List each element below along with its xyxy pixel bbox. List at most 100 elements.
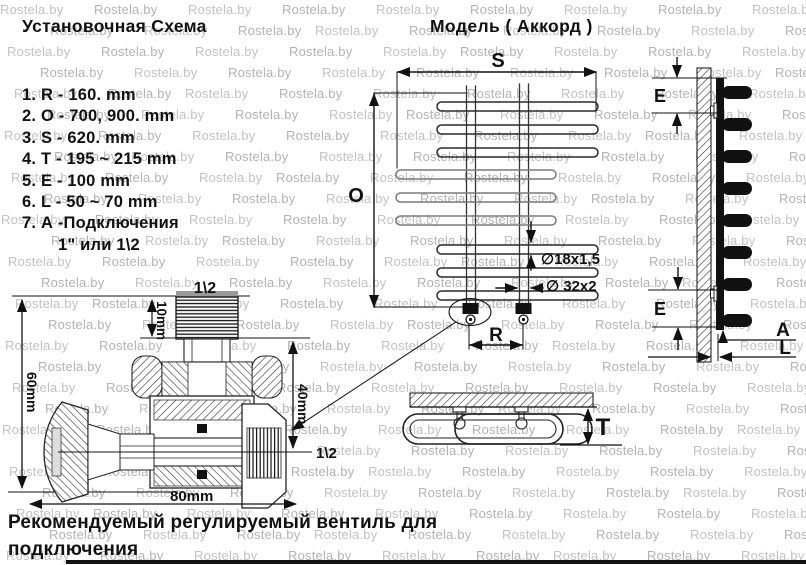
- wall-top: [409, 392, 594, 408]
- watermark-text: Rostela.by: [134, 65, 198, 80]
- watermark-text: Rostela.by: [375, 506, 439, 521]
- watermark-text: Rostela.by: [553, 548, 617, 563]
- watermark-text: Rostela.by: [330, 317, 394, 332]
- watermark-text: Rostela.by: [559, 380, 623, 395]
- watermark-text: Rostela.by: [566, 422, 630, 437]
- watermark-text: Rostela.by: [599, 443, 663, 458]
- watermark-text: Rostela.by: [657, 506, 721, 521]
- spec-list: 1. R - 160. mm 2. O - 700, 900. mm 3. S …: [22, 85, 179, 256]
- model-title: Модель ( Аккорд ): [430, 16, 593, 36]
- watermark-text: Rostela.by: [749, 86, 806, 101]
- watermark-text: Rostela.by: [780, 401, 806, 416]
- watermark-text: Rostela.by: [739, 128, 803, 143]
- watermark-text: Rostela.by: [376, 2, 440, 17]
- watermark-text: Rostela.by: [145, 233, 209, 248]
- watermark-text: Rostela.by: [595, 317, 659, 332]
- watermark-text: Rostela.by: [314, 527, 378, 542]
- watermark-text: Rostela.by: [93, 506, 157, 521]
- watermark-text: Rostela.by: [135, 275, 199, 290]
- pipe-connectors: [462, 303, 532, 325]
- watermark-text: Rostela.by: [102, 254, 166, 269]
- watermark-text: Rostela.by: [232, 191, 296, 206]
- watermark-text: Rostela.by: [287, 338, 351, 353]
- watermark-text: Rostela.by: [195, 44, 259, 59]
- watermark-text: Rostela.by: [49, 527, 113, 542]
- watermark-text: Rostela.by: [188, 2, 252, 17]
- watermark-text: Rostela.by: [199, 170, 263, 185]
- watermark-text: Rostela.by: [691, 23, 755, 38]
- watermark-text: Rostela.by: [783, 317, 806, 332]
- watermark-text: Rostela.by: [650, 464, 714, 479]
- watermark-text: Rostela.by: [502, 527, 566, 542]
- watermark-text: Rostela.by: [187, 506, 251, 521]
- valve-top-size-label: 1\2: [194, 280, 216, 297]
- scan-edge: [66, 560, 806, 564]
- watermark-text: Rostela.by: [11, 170, 75, 185]
- watermark-text: Rostela.by: [789, 149, 806, 164]
- watermark-text: Rostela.by: [658, 2, 722, 17]
- tube-stubs: [722, 86, 752, 327]
- dim-e-top-label: E: [654, 86, 666, 106]
- watermark-text: Rostela.by: [554, 44, 618, 59]
- watermark-text: Rostela.by: [648, 44, 712, 59]
- watermark-text: Rostela.by: [469, 506, 533, 521]
- watermark-text: Rostela.by: [645, 128, 709, 143]
- watermark-text: Rostela.by: [565, 212, 629, 227]
- spec-item-l: 6. L - 50 ~ 70 mm: [22, 193, 158, 212]
- watermark-text: Rostela.by: [602, 359, 666, 374]
- watermark-text: Rostela.by: [561, 86, 625, 101]
- watermark-text: Rostela.by: [368, 464, 432, 479]
- valve-dim-40mm: 40mm: [295, 384, 311, 424]
- watermark-text: Rostela.by: [558, 170, 622, 185]
- watermark-text: Rostela.by: [7, 44, 71, 59]
- watermark-text: Rostela.by: [101, 44, 165, 59]
- watermark-text: Rostela.by: [8, 254, 72, 269]
- watermark-text: Rostela.by: [594, 107, 658, 122]
- watermark-text: Rostela.by: [696, 359, 760, 374]
- watermark-text: Rostela.by: [384, 254, 448, 269]
- watermark-text: Rostela.by: [605, 275, 669, 290]
- watermark-text: Rostela.by: [0, 2, 64, 17]
- watermark-text: Rostela.by: [276, 170, 340, 185]
- watermark-text: Rostela.by: [92, 296, 156, 311]
- watermark-text: Rostela.by: [505, 443, 569, 458]
- watermark-text: Rostela.by: [740, 338, 804, 353]
- watermark-text: Rostela.by: [511, 275, 575, 290]
- page-title: Установочная Схема: [22, 16, 207, 36]
- watermark-text: Rostela.by: [281, 506, 345, 521]
- watermark-text: Rostela.by: [736, 212, 800, 227]
- watermark-text: Rostela.by: [283, 212, 347, 227]
- watermark-text: Rostela.by: [1, 212, 65, 227]
- wall-bracket-top: [710, 102, 718, 119]
- watermark-text: Rostela.by: [503, 23, 567, 38]
- watermark-text: Rostela.by: [47, 107, 111, 122]
- watermark-text: Rostela.by: [464, 170, 528, 185]
- watermark-text: Rostela.by: [776, 275, 806, 290]
- watermark-text: Rostela.by: [291, 464, 355, 479]
- footer-note-line1: Рекомендуемый регулируемый вентиль для: [8, 512, 438, 533]
- watermark-text: Rostela.by: [238, 23, 302, 38]
- watermark-text: Rostela.by: [777, 485, 806, 500]
- watermark-text: Rostela.by: [54, 149, 118, 164]
- watermark-text: Rostela.by: [476, 548, 540, 563]
- watermark-text: Rostela.by: [747, 380, 806, 395]
- tubes-left-group: [395, 169, 557, 226]
- watermark-text: Rostela.by: [194, 548, 258, 563]
- watermark-text: Rostela.by: [417, 275, 481, 290]
- watermark-text: Rostela.by: [222, 233, 286, 248]
- watermark-text: Rostela.by: [50, 23, 114, 38]
- watermark-text: Rostela.by: [143, 527, 207, 542]
- watermark-text: Rostela.by: [289, 44, 353, 59]
- watermark-text: Rostela.by: [737, 422, 801, 437]
- watermark-text: Rostela.by: [286, 128, 350, 143]
- watermark-text: Rostela.by: [4, 128, 68, 143]
- watermark-text: Rostela.by: [414, 359, 478, 374]
- watermark-text: Rostela.by: [552, 338, 616, 353]
- dim-a-label: A: [776, 320, 790, 341]
- watermark-text: Rostela.by: [787, 443, 806, 458]
- tubes-right-group: [436, 101, 599, 301]
- watermark-text: Rostela.by: [474, 128, 538, 143]
- side-view: E E A L: [648, 57, 796, 363]
- watermark-text: Rostela.by: [606, 485, 670, 500]
- watermark-text: Rostela.by: [568, 128, 632, 143]
